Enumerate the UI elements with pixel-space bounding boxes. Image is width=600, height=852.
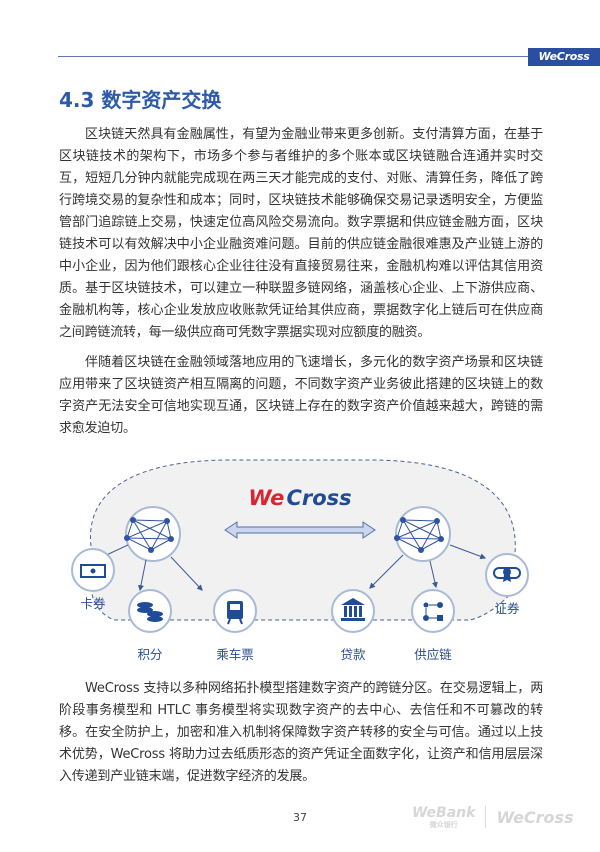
header-rule <box>58 56 528 57</box>
flow-icon <box>423 602 443 621</box>
webank-footer-logo: WeBank 微众银行 <box>412 804 476 829</box>
double-arrow-icon <box>224 521 376 539</box>
svg-text:积分: 积分 <box>137 647 162 662</box>
certificate-icon <box>493 567 521 582</box>
paragraph-3: WeCross 支持以多种网络拓扑模型搭建数字资产的跨链分区。在交易逻辑上，两阶… <box>59 681 543 784</box>
left-chain-hub <box>123 506 181 562</box>
section-title: 4.3 数字资产交换 <box>59 88 222 112</box>
supply-chain-node: 供应链 <box>411 589 455 662</box>
footer-divider <box>485 806 487 828</box>
wecross-asset-diagram: WeCross 卡券 积分 <box>71 459 529 662</box>
train-icon <box>227 601 243 625</box>
svg-text:贷款: 贷款 <box>340 647 366 662</box>
bank-icon <box>341 598 365 621</box>
paragraph-1: 区块链天然具有金融属性，有望为金融业带来更多创新。支付清算方面，在基于区块链技术… <box>59 127 543 340</box>
card-node: 卡券 <box>71 548 115 611</box>
page-content: 4.3 数字资产交换 区块链天然具有金融属性，有望为金融业带来更多创新。支付清算… <box>59 88 543 824</box>
svg-text:卡券: 卡券 <box>80 596 106 611</box>
wecross-footer-logo: WeCross <box>496 807 574 827</box>
right-chain-hub <box>393 506 451 562</box>
points-node: 积分 <box>128 589 172 662</box>
header-brand-badge: WeCross <box>528 48 600 66</box>
svg-text:乘车票: 乘车票 <box>216 647 254 662</box>
ticket-node: 乘车票 <box>213 589 257 662</box>
svg-text:证券: 证券 <box>494 601 520 616</box>
footer-logos: WeBank 微众银行 WeCross <box>412 805 588 830</box>
svg-text:供应链: 供应链 <box>414 647 452 662</box>
loan-node: 贷款 <box>331 589 375 662</box>
network-boundary <box>90 459 516 621</box>
wecross-logo: WeCross <box>248 486 351 510</box>
coins-icon <box>137 602 163 622</box>
securities-node: 证券 <box>485 553 529 616</box>
ticket-card-icon <box>80 564 106 578</box>
paragraph-2: 伴随着区块链在金融领域落地应用的飞速增长，多元化的数字资产场景和区块链应用带来了… <box>59 355 543 436</box>
